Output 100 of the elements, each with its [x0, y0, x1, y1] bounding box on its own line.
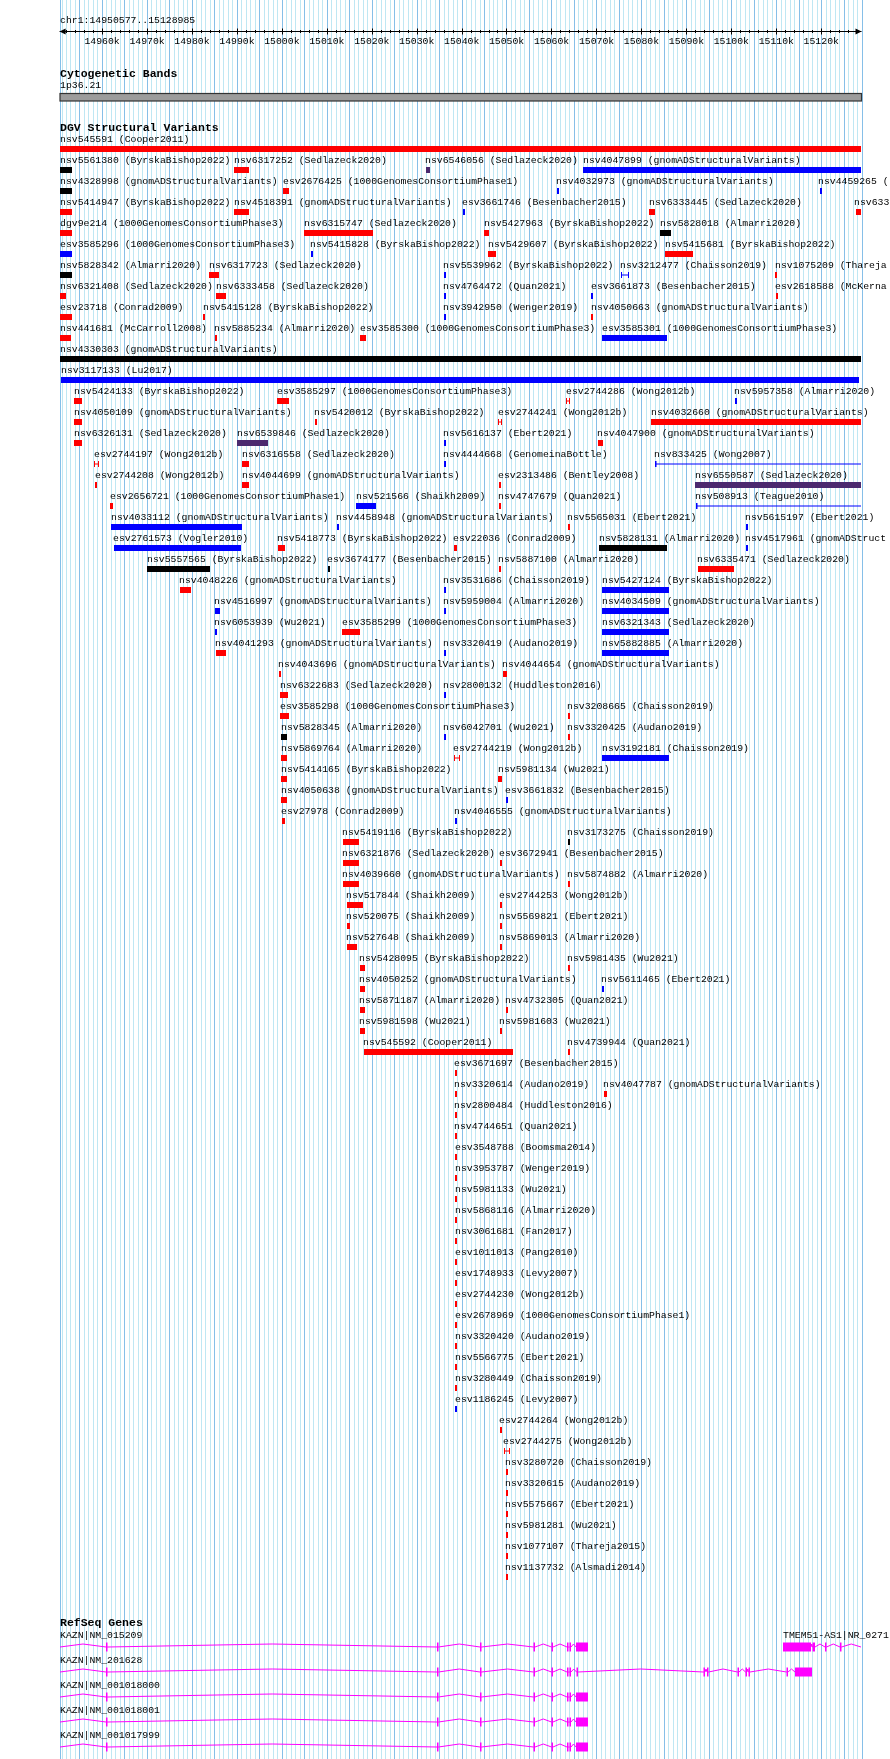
variant-label: nsv3953787 (Wenger2019) [455, 1164, 591, 1174]
variant-label: esv3674177 (Besenbacher2015) [327, 555, 492, 565]
variant-label: nsv441681 (McCarroll2008) [60, 324, 207, 334]
axis-tick-label: 15080k [623, 37, 660, 47]
variant-label: nsv6546056 (Sedlazeck2020) [425, 156, 578, 166]
variant-label: nsv4747679 (Quan2021) [498, 492, 622, 502]
axis-tick-label: 15100k [713, 37, 749, 47]
variant-label: esv22036 (Conrad2009) [453, 534, 577, 544]
band-label: 1p36.21 [60, 81, 102, 91]
variant-label: nsv4516997 (gnomADStructuralVariants) [214, 597, 432, 607]
variant-label: nsv5981281 (Wu2021) [505, 1521, 617, 1531]
variant-label: nsv1137732 (Alsmadi2014) [505, 1563, 647, 1573]
variant-label: esv3672941 (Besenbacher2015) [499, 849, 664, 859]
variant-label: esv27978 (Conrad2009) [281, 807, 405, 817]
variant-label: nsv5414165 (ByrskaBishop2022) [281, 765, 452, 775]
gene-label: KAZN|NM_001018001 [60, 1706, 160, 1716]
variant-label: nsv3320614 (Audano2019) [454, 1080, 590, 1090]
variant-label: nsv6335471 (Sedlazeck2020) [697, 555, 850, 565]
variant-label: nsv4330303 (gnomADStructuralVariants) [60, 345, 278, 355]
variant-label: nsv5981435 (Wu2021) [567, 954, 679, 964]
variant-label: nsv5981603 (Wu2021) [499, 1017, 611, 1027]
variant-label: esv2744208 (Wong2012b) [95, 471, 225, 481]
gene-label: KAZN|NM_015209 [60, 1631, 143, 1641]
variant-label: nsv4732305 (Quan2021) [505, 996, 629, 1006]
variant-label: nsv6322683 (Sedlazeck2020) [280, 681, 433, 691]
variant-label: esv3585297 (1000GenomesConsortiumPhase3) [277, 387, 513, 397]
variant-label: nsv6550587 (Sedlazeck2020) [695, 471, 848, 481]
variant-label: nsv4044699 (gnomADStructuralVariants) [242, 471, 460, 481]
variant-label: nsv5869764 (Almarri2020) [281, 744, 423, 754]
variant-label: nsv4328998 (gnomADStructuralVariants) [60, 177, 278, 187]
axis-tick-label: 15050k [488, 37, 525, 47]
variant-label: nsv6042701 (Wu2021) [443, 723, 555, 733]
gene-label: TMEM51-AS1|NR_0271 [783, 1631, 889, 1641]
variant-label: nsv5615197 (Ebert2021) [745, 513, 875, 523]
variant-label: nsv6539846 (Sedlazeck2020) [237, 429, 390, 439]
variant-label: dgv9e214 (1000GenomesConsortiumPhase3) [60, 219, 284, 229]
variant-label: nsv5957358 (Almarri2020) [734, 387, 876, 397]
variant-label: esv2676425 (1000GenomesConsortiumPhase1) [283, 177, 519, 187]
variant-label: nsv4047900 (gnomADStructuralVariants) [597, 429, 815, 439]
variant-label: nsv3320420 (Audano2019) [455, 1332, 591, 1342]
variant-label: nsv4032660 (gnomADStructuralVariants) [651, 408, 869, 418]
variant-label: nsv3320419 (Audano2019) [443, 639, 579, 649]
variant-label: nsv3942950 (Wenger2019) [443, 303, 579, 313]
variant-label: nsv5981133 (Wu2021) [455, 1185, 567, 1195]
axis-tick-label: 15060k [533, 37, 570, 47]
variant-label: nsv5885234 (Almarri2020) [214, 324, 356, 334]
variant-label: nsv5427963 (ByrskaBishop2022) [484, 219, 655, 229]
variant-label: nsv5874882 (Almarri2020) [567, 870, 709, 880]
variant-label: esv3661832 (Besenbacher2015) [505, 786, 670, 796]
axis-tick-label: 15120k [803, 37, 839, 47]
variant-label: esv2744275 (Wong2012b) [503, 1437, 633, 1447]
variant-label: nsv5868116 (Almarri2020) [455, 1206, 597, 1216]
variant-label: nsv4047899 (gnomADStructuralVariants) [583, 156, 801, 166]
variant-label: nsv4444668 (GenomeinaBottle) [443, 450, 608, 460]
variant-label: nsv3192181 (Chaisson2019) [602, 744, 749, 754]
variant-label: esv2744253 (Wong2012b) [499, 891, 629, 901]
variant-label: nsv4744651 (Quan2021) [454, 1122, 578, 1132]
variant-label: nsv3531686 (Chaisson2019) [443, 576, 590, 586]
variant-label: nsv5981134 (Wu2021) [498, 765, 610, 775]
variant-label: nsv3061681 (Fan2017) [455, 1227, 573, 1237]
variant-label: nsv5616137 (Ebert2021) [443, 429, 573, 439]
variant-label: nsv3280449 (Chaisson2019) [455, 1374, 602, 1384]
variant-label: nsv5539962 (ByrskaBishop2022) [443, 261, 614, 271]
variant-label: nsv4044654 (gnomADStructuralVariants) [502, 660, 720, 670]
variant-label: nsv5575667 (Ebert2021) [505, 1500, 635, 1510]
variant-label: nsv3173275 (Chaisson2019) [567, 828, 714, 838]
variant-label: nsv5981598 (Wu2021) [359, 1017, 471, 1027]
variant-label: nsv6321343 (Sedlazeck2020) [602, 618, 755, 628]
variant-label: nsv5427124 (ByrskaBishop2022) [602, 576, 773, 586]
variant-label: esv2313486 (Bentley2008) [498, 471, 640, 481]
variant-label: nsv4459265 ( [818, 177, 889, 187]
gene-label: KAZN|NM_001018000 [60, 1681, 160, 1691]
variant-label: nsv5828131 (Almarri2020) [599, 534, 741, 544]
variant-label: nsv5569821 (Ebert2021) [499, 912, 629, 922]
variant-label: esv1186245 (Levy2007) [455, 1395, 579, 1405]
axis-tick-label: 15110k [758, 37, 794, 47]
variant-label: nsv4739944 (Quan2021) [567, 1038, 691, 1048]
variant-label: nsv508913 (Teague2010) [695, 492, 825, 502]
variant-label: nsv3212477 (Chaisson2019) [620, 261, 767, 271]
variant-label: esv3585301 (1000GenomesConsortiumPhase3) [602, 324, 838, 334]
variant-label: esv2618588 (McKerna [775, 282, 887, 292]
variant-label: esv2656721 (1000GenomesConsortiumPhase1) [110, 492, 346, 502]
variant-label: nsv6333445 (Sedlazeck2020) [649, 198, 802, 208]
variant-label: esv2744219 (Wong2012b) [453, 744, 583, 754]
variant-label: nsv5415681 (ByrskaBishop2022) [665, 240, 836, 250]
variant-label: nsv5887100 (Almarri2020) [498, 555, 640, 565]
variant-label: nsv4050663 (gnomADStructuralVariants) [591, 303, 809, 313]
variant-label: nsv833425 (Wong2007) [654, 450, 772, 460]
variant-label: esv2744230 (Wong2012b) [455, 1290, 585, 1300]
variant-label: nsv5828342 (Almarri2020) [60, 261, 202, 271]
track-title: DGV Structural Variants [60, 122, 219, 134]
variant-label: esv1748933 (Levy2007) [455, 1269, 579, 1279]
variant-label: nsv4039660 (gnomADStructuralVariants) [342, 870, 560, 880]
variant-label: nsv6326131 (Sedlazeck2020) [74, 429, 227, 439]
variant-label: nsv5611465 (Ebert2021) [601, 975, 731, 985]
variant-label: nsv520075 (Shaikh2009) [346, 912, 476, 922]
variant-label: nsv4518391 (gnomADStructuralVariants) [234, 198, 452, 208]
variant-label: nsv545591 (Cooper2011) [60, 135, 190, 145]
variant-label: esv3661746 (Besenbacher2015) [462, 198, 627, 208]
genomic-location-label: chr1:14950577..15128985 [60, 16, 196, 26]
